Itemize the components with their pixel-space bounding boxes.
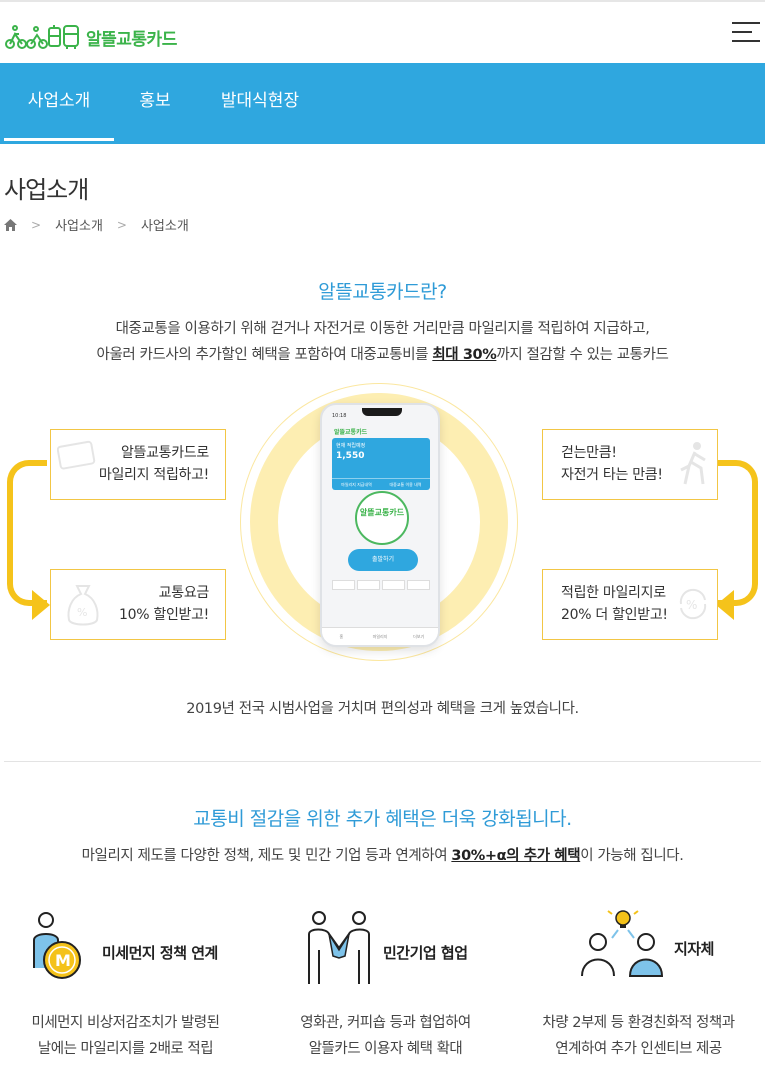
benefits-title: 교통비 절감을 위한 추가 혜택은 더욱 강화됩니다.: [193, 808, 572, 830]
box-line: 적립한 마일리지로: [561, 585, 666, 601]
step-box-extra-discount: % 적립한 마일리지로 20% 더 할인받고!: [542, 569, 718, 640]
phone-emblem: 알뜰교통카드: [355, 491, 409, 545]
feature-desc-line: 미세먼지 비상저감조치가 발령된: [31, 1015, 220, 1031]
phone-mileage-card: 현재 적립예정 1,550 마일리지 지급내역 대중교통 이용 내역: [332, 438, 430, 490]
benefits-desc-post: 이 가능해 집니다.: [580, 848, 684, 864]
home-icon[interactable]: [4, 218, 17, 231]
people-idea-icon: [581, 908, 664, 977]
breadcrumb-item[interactable]: 사업소개: [55, 219, 103, 234]
box-line: 교통요금: [158, 585, 210, 601]
handshake-icon: [308, 911, 370, 984]
card-icon: [57, 440, 96, 470]
benefits-desc-pre: 마일리지 제도를 다양한 정책, 제도 및 민간 기업 등과 연계하여: [81, 848, 452, 864]
logo[interactable]: 알뜰교통카드: [4, 22, 177, 52]
phone-tab: 홈: [339, 634, 344, 639]
step-box-walk-bike: 걷는만큼! 자전거 타는 만큼!: [542, 429, 718, 500]
box-line: 마일리지 적립하고!: [98, 467, 209, 483]
feature-head: M 미세먼지 정책 연계: [32, 912, 218, 986]
top-header: 알뜰교통카드: [0, 0, 765, 63]
phone-card-buttons: 마일리지 지급내역 대중교통 이용 내역: [332, 478, 430, 490]
feature-desc-line: 영화관, 커피숍 등과 협업하여: [300, 1015, 471, 1031]
phone-card-button: 대중교통 이용 내역: [381, 478, 430, 490]
intro-line-2: 아울러 카드사의 추가할인 혜택을 포함하여 대중교통비를 최대 30%까지 절…: [0, 342, 765, 368]
ring-outline: [240, 383, 518, 661]
intro-line-2-pre: 아울러 카드사의 추가할인 혜택을 포함하여 대중교통비를: [96, 347, 433, 363]
arrow-head-right-icon: [32, 590, 50, 620]
breadcrumb: > 사업소개 > 사업소개: [4, 215, 189, 234]
feature-description: 차량 2부제 등 환경친화적 정책과 연계하여 추가 인센티브 제공: [511, 1010, 765, 1062]
feature-head: 지자체: [580, 908, 714, 978]
phone-tab: 마일리지: [372, 634, 388, 639]
nav-tab-launch-event[interactable]: 발대식현장: [220, 91, 300, 111]
feature-head: 민간기업 협업: [307, 911, 468, 986]
box-line: 20% 더 할인받고!: [561, 607, 668, 623]
main-nav: 사업소개 홍보 발대식현장: [0, 63, 765, 144]
arrow-head-left-icon: [716, 590, 734, 620]
nav-tab-business-intro[interactable]: 사업소개: [4, 63, 114, 144]
pilot-note: 2019년 전국 시범사업을 거치며 편의성과 혜택을 크게 높였습니다.: [186, 701, 579, 717]
breadcrumb-item-current: 사업소개: [140, 219, 189, 234]
feature-desc-line: 차량 2부제 등 환경친화적 정책과: [542, 1015, 735, 1031]
phone-mockup: 10:18 알뜰교통카드 현재 적립예정 1,550 마일리지 지급내역 대중교…: [320, 403, 440, 647]
coin-badge: M: [55, 951, 71, 970]
step-box-earn-mileage: 알뜰교통카드로 마일리지 적립하고!: [50, 429, 226, 500]
feature-desc-line: 알뜰카드 이용자 혜택 확대: [308, 1041, 463, 1057]
chevron-right-icon: >: [116, 217, 127, 232]
intro-description: 대중교통을 이용하기 위해 걷거나 자전거로 이동한 거리만큼 마일리지를 적립…: [0, 316, 765, 368]
logo-text: 알뜰교통카드: [86, 29, 177, 50]
chevron-right-icon: >: [31, 217, 42, 232]
runner-icon: [680, 442, 706, 485]
phone-app-logo: 알뜰교통카드: [334, 429, 368, 436]
feature-title: 지자체: [674, 939, 714, 958]
intro-line-2-post: 까지 절감할 수 있는 교통카드: [496, 347, 669, 363]
hamburger-menu-icon[interactable]: [732, 20, 760, 44]
phone-card-value: 1,550: [336, 451, 365, 461]
feature-desc-line: 날에는 마일리지를 2배로 적립: [37, 1041, 214, 1057]
phone-tabbar: 홈 마일리지 더보기: [322, 627, 438, 645]
intro-line-1: 대중교통을 이용하기 위해 걷거나 자전거로 이동한 거리만큼 마일리지를 적립…: [115, 321, 650, 337]
phone-status-time: 10:18: [332, 413, 347, 419]
phone-start-button: 출발하기: [348, 549, 418, 571]
svg-text:%: %: [77, 606, 87, 619]
cycle-arrow-left: [7, 460, 47, 606]
svg-text:%: %: [686, 598, 697, 612]
cycle-arrow-right: [718, 460, 758, 606]
logo-icon: [5, 25, 79, 49]
refresh-percent-icon: %: [679, 588, 707, 620]
box-line: 알뜰교통카드로: [120, 445, 209, 461]
person-coin-icon: M: [33, 912, 81, 979]
money-bag-icon: %: [67, 585, 99, 626]
section-divider: [4, 761, 761, 762]
benefits-description: 마일리지 제도를 다양한 정책, 제도 및 민간 기업 등과 연계하여 30%+…: [0, 843, 765, 869]
feature-title: 미세먼지 정책 연계: [102, 943, 218, 962]
phone-notch: [362, 408, 402, 416]
nav-tab-promotion[interactable]: 홍보: [139, 91, 171, 111]
highlight-30-plus-alpha: 30%+α의 추가 혜택: [451, 848, 581, 864]
box-line: 자전거 타는 만큼!: [561, 467, 663, 483]
phone-tab: 더보기: [413, 634, 425, 639]
box-line: 걷는만큼!: [561, 445, 617, 461]
step-box-fare-discount: % 교통요금 10% 할인받고!: [50, 569, 226, 640]
feature-desc-line: 연계하여 추가 인센티브 제공: [555, 1041, 722, 1057]
highlight-max-30: 최대 30%: [432, 347, 497, 363]
phone-notice-list: [332, 577, 430, 590]
intro-title: 알뜰교통카드란?: [318, 281, 447, 303]
feature-description: 미세먼지 비상저감조치가 발령된 날에는 마일리지를 2배로 적립: [0, 1010, 253, 1062]
phone-chips: [332, 580, 430, 590]
box-line: 10% 할인받고!: [119, 607, 209, 623]
feature-description: 영화관, 커피숍 등과 협업하여 알뜰카드 이용자 혜택 확대: [258, 1010, 513, 1062]
phone-card-button: 마일리지 지급내역: [332, 478, 381, 490]
page-title: 사업소개: [4, 176, 89, 204]
phone-card-label: 현재 적립예정: [336, 443, 366, 449]
feature-title: 민간기업 협업: [383, 943, 468, 962]
